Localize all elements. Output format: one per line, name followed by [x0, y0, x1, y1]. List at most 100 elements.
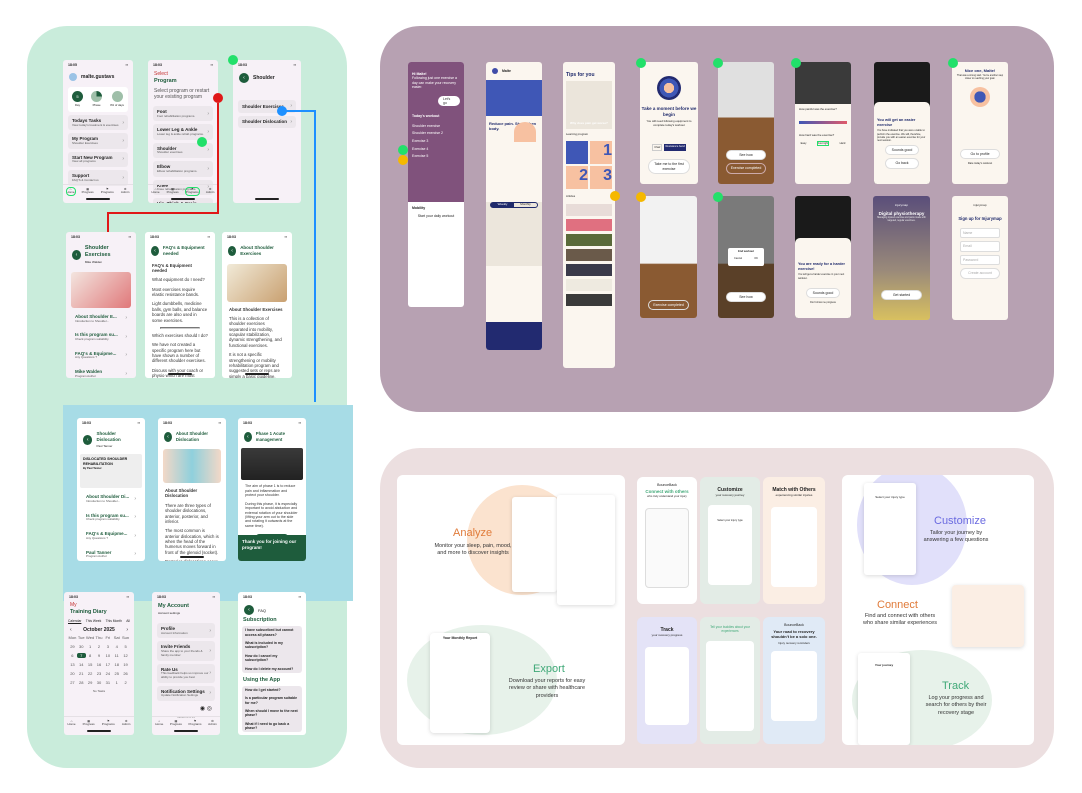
calendar-day[interactable]: 6: [71, 652, 74, 658]
calendar-day[interactable]: 18: [114, 661, 119, 667]
workout-item[interactable]: Exercise 5: [412, 154, 429, 159]
shoulder-dislocation-item[interactable]: Shoulder Dislocation›: [238, 115, 296, 128]
calendar-day[interactable]: 30: [96, 679, 102, 685]
calendar-day[interactable]: 31: [105, 679, 111, 685]
calendar-day[interactable]: 29: [70, 643, 75, 649]
nav-home[interactable]: ⌂Home: [151, 186, 160, 195]
calendar-day[interactable]: 29: [87, 679, 93, 685]
calendar-day[interactable]: 3: [106, 643, 109, 649]
workout-item[interactable]: Shoulder exercise: [412, 123, 441, 128]
nav-home[interactable]: ⌂Home: [65, 186, 76, 196]
pain-slider[interactable]: [799, 121, 847, 125]
tab-week[interactable]: This Week: [85, 618, 102, 623]
calendar-day[interactable]: 24: [105, 670, 111, 676]
nav-programs[interactable]: ⚑Programs: [184, 186, 200, 196]
nav-programs[interactable]: ⚑Programs: [100, 186, 114, 195]
calendar-day[interactable]: 22: [87, 670, 93, 676]
nav-progress[interactable]: ▦Progress: [169, 718, 182, 727]
calendar-day[interactable]: 23: [96, 670, 102, 676]
article-item[interactable]: [566, 249, 612, 262]
calendar-day[interactable]: 27: [70, 679, 75, 685]
nav-programs[interactable]: ⚑Programs: [101, 718, 115, 727]
faq-question[interactable]: Is a particular program suitable for me?: [245, 696, 298, 705]
calendar-day[interactable]: 1: [115, 679, 118, 685]
back-icon[interactable]: ‹: [244, 431, 252, 442]
suitability-item[interactable]: Is this program su...Check program suita…: [75, 332, 127, 341]
calendar-day[interactable]: 28: [79, 679, 84, 685]
calendar-day[interactable]: 16: [96, 661, 102, 667]
calendar-day[interactable]: 5: [124, 643, 127, 649]
calendar-day[interactable]: 2: [97, 643, 101, 649]
calendar-day[interactable]: 12: [123, 652, 128, 658]
article-item[interactable]: [566, 204, 612, 217]
back-icon[interactable]: ‹: [151, 246, 159, 256]
video-player[interactable]: [241, 448, 303, 481]
suitability-item[interactable]: Is this program su...Check program suita…: [86, 512, 136, 522]
nav-admin[interactable]: ⚙Admin: [205, 186, 215, 195]
faq-question[interactable]: What if I need to go back a phase?: [245, 721, 290, 730]
workout-item[interactable]: Exercise 3: [412, 139, 429, 143]
calendar-day[interactable]: 25: [114, 670, 119, 676]
article-item[interactable]: [566, 294, 612, 307]
calendar-day[interactable]: 15: [87, 661, 93, 667]
calendar-day[interactable]: 1: [89, 643, 92, 649]
calendar-day[interactable]: 4: [115, 643, 118, 649]
faq-question[interactable]: I have subscribed but cannot access all …: [245, 628, 294, 637]
back-icon[interactable]: ‹: [72, 250, 81, 261]
article-item[interactable]: [566, 234, 612, 247]
calendar-day[interactable]: 30: [79, 643, 84, 649]
lets-go-button[interactable]: Let's go: [438, 95, 460, 107]
calendar-day[interactable]: 7: [76, 652, 86, 658]
calendar-day[interactable]: 13: [70, 661, 75, 667]
faq-question[interactable]: How do I delete my account?: [245, 666, 294, 671]
nav-admin[interactable]: ⚙Admin: [208, 718, 217, 727]
faq-question[interactable]: How do I get started?: [245, 687, 281, 692]
faq-question[interactable]: When should I move to the next phase?: [245, 708, 298, 718]
next-month[interactable]: ›: [126, 626, 128, 633]
calendar-day[interactable]: 26: [123, 670, 128, 676]
article-item[interactable]: [566, 219, 612, 232]
article-item[interactable]: [566, 279, 612, 292]
nav-progress[interactable]: ▦Progress: [81, 186, 94, 195]
workout-item[interactable]: Shoulder exercise 2: [412, 131, 443, 136]
calendar-day[interactable]: 9: [97, 652, 101, 658]
exercise-completed-button[interactable]: Exercise completed: [726, 163, 766, 174]
program-hip[interactable]: Hip, Thigh & Groin: [153, 197, 213, 203]
calendar-day[interactable]: 10: [105, 652, 111, 658]
back-icon[interactable]: ‹: [244, 605, 254, 616]
calendar-day[interactable]: 17: [105, 661, 111, 667]
nav-progress[interactable]: ▦Progress: [82, 718, 95, 727]
faq-question[interactable]: What is included in my subscription?: [245, 641, 283, 650]
nav-admin[interactable]: ⚙Admin: [120, 186, 130, 195]
about-item[interactable]: About Shoulder E...Introduction to Shoul…: [75, 313, 127, 323]
nav-progress[interactable]: ▦Progress: [166, 186, 179, 195]
tab-calendar[interactable]: Calendar: [68, 618, 82, 623]
calendar-day[interactable]: 8: [89, 652, 92, 658]
about-item[interactable]: About Shoulder Di...Introduction to Shou…: [86, 494, 136, 503]
start-workout-button[interactable]: Start your daily workout: [417, 214, 455, 219]
calendar-day[interactable]: 14: [79, 661, 84, 667]
faq-item[interactable]: FAQ's & Equipme...Any Questions ?›: [86, 531, 136, 540]
article-item[interactable]: [566, 264, 612, 277]
calendar-day[interactable]: 20: [70, 670, 75, 676]
first-exercise-button[interactable]: Take me to the first exercise: [648, 159, 690, 175]
calendar-day[interactable]: 21: [79, 670, 84, 676]
tab-all[interactable]: All: [126, 618, 130, 623]
back-icon[interactable]: ‹: [164, 431, 172, 442]
social-icons[interactable]: ◉ ◎: [199, 706, 212, 712]
faq-item[interactable]: FAQ's & Equipme...Any Questions ?›: [75, 350, 127, 360]
